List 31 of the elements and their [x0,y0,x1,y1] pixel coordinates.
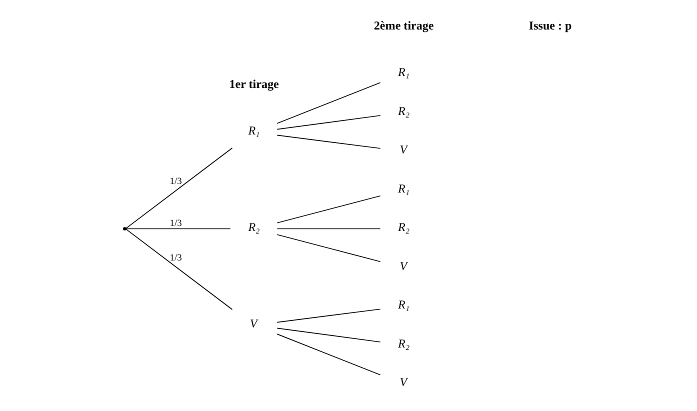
node-text: V [399,258,407,273]
node-point [122,227,126,230]
connector [125,228,230,230]
node-text: R₂ [248,220,260,234]
connector [276,115,380,130]
connector [276,234,380,262]
connector [276,228,380,230]
node-text: R₁ [248,124,260,138]
node-text: R₁ [398,181,410,196]
edge-label: 1/3 [169,176,182,187]
node-text: V [399,142,407,157]
label: 1er tirage [228,77,278,92]
label: 2ème tirage [373,18,434,33]
connector [276,195,380,224]
node-text: V [399,375,407,390]
node-text: R₂ [398,336,410,350]
connector [276,82,380,124]
connector [276,334,380,376]
connector [124,228,232,310]
node-text: R₂ [398,220,410,234]
connector [276,328,380,342]
node-text: R₁ [398,298,410,312]
node-text: R₂ [398,104,410,118]
edge-label: 1/3 [169,218,182,229]
connector [124,148,232,229]
connector [276,134,380,149]
edge-label: 1/3 [169,253,182,264]
connector [276,308,380,323]
label: Issue : p [528,18,572,33]
node-text: R₁ [398,65,410,80]
node-text: V [249,316,257,331]
